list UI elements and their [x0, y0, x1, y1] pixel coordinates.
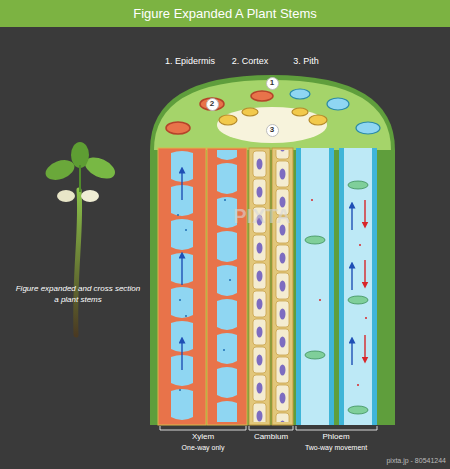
- tissue-label: Xylem: [192, 433, 214, 442]
- caption: Figure expanded and cross section a plan…: [14, 283, 142, 305]
- watermark: PIXTA: [233, 205, 290, 227]
- part-label: 1. Epidermis: [165, 57, 215, 67]
- watermark: pixta.jp - 80541244: [386, 457, 446, 465]
- callout-number-text: 1: [270, 79, 274, 87]
- note: Two-way movement: [305, 444, 367, 452]
- title: Figure Expanded A Plant Stems: [133, 6, 317, 21]
- tissue-label: Phloem: [322, 433, 349, 442]
- part-label: 2. Cortex: [232, 57, 269, 67]
- tissue-label: Cambium: [254, 433, 288, 442]
- callout-number: 2: [206, 98, 219, 111]
- callout-number-text: 2: [210, 100, 214, 108]
- callout-number: 3: [266, 124, 279, 137]
- callout-number: 1: [266, 77, 279, 90]
- note: One-way only: [182, 444, 225, 452]
- callout-number-text: 3: [270, 126, 274, 134]
- part-label: 3. Pith: [293, 57, 319, 67]
